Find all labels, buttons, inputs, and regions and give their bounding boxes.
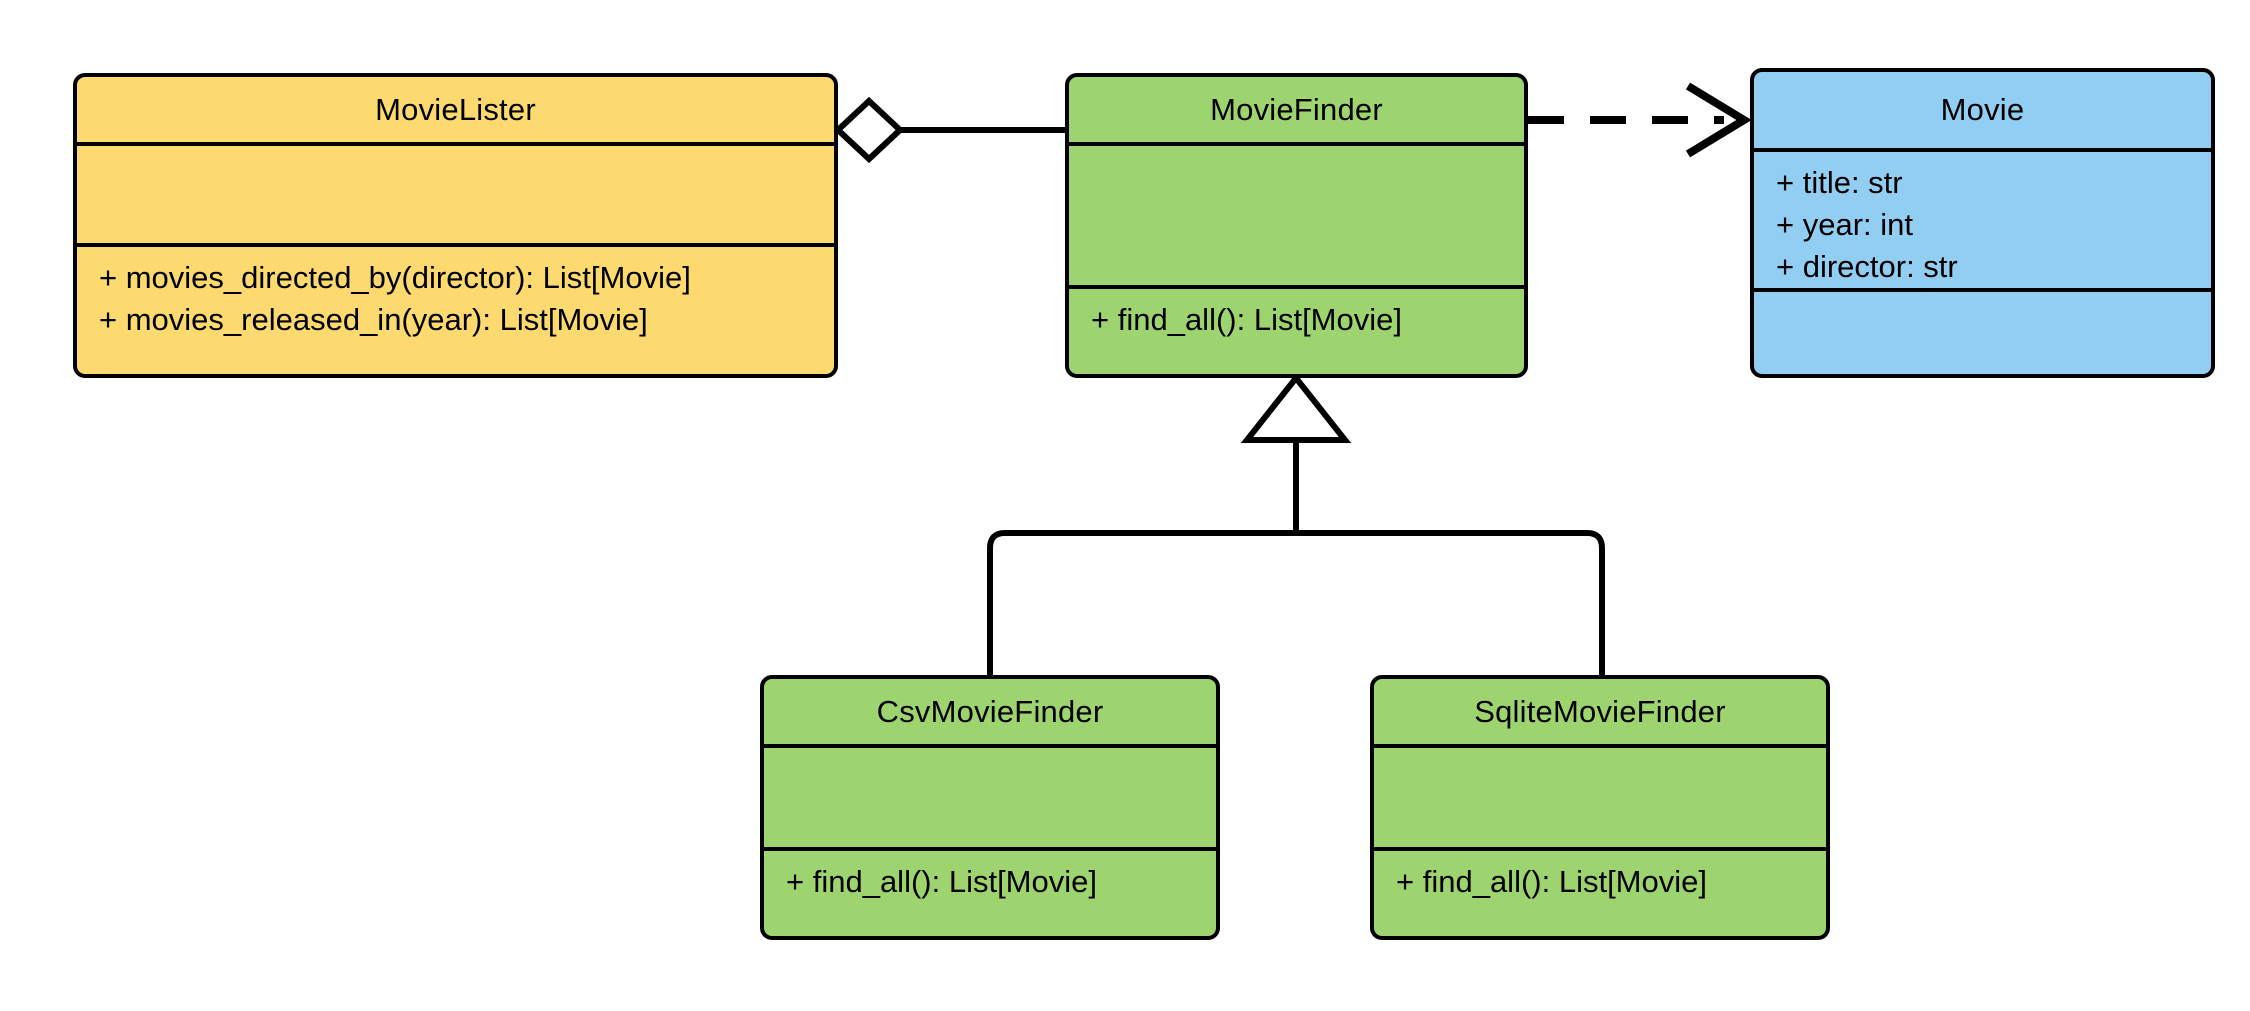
method-item: + movies_released_in(year): List[Movie] <box>99 302 648 337</box>
class-name-compartment: MovieLister <box>77 77 834 146</box>
methods-compartment: + find_all(): List[Movie] <box>764 851 1216 903</box>
attribute-item: + year: int <box>1776 207 1913 242</box>
generalization-branch-bar <box>987 530 1605 675</box>
hollow-diamond-icon <box>833 96 905 164</box>
class-name-compartment: CsvMovieFinder <box>764 679 1216 748</box>
class-title-movie-lister: MovieLister <box>375 91 536 127</box>
class-title-sqlite-movie-finder: SqliteMovieFinder <box>1474 693 1726 729</box>
class-name-compartment: Movie <box>1754 72 2211 152</box>
edge-dependency-finder-movie[interactable] <box>1528 82 1752 158</box>
open-arrow-icon <box>1685 82 1752 158</box>
hollow-triangle-icon <box>1240 373 1352 443</box>
class-box-movie-lister[interactable]: MovieLister + movies_directed_by(directo… <box>73 73 838 378</box>
methods-compartment: + movies_directed_by(director): List[Mov… <box>77 247 834 341</box>
methods-compartment: + find_all(): List[Movie] <box>1374 851 1826 903</box>
class-title-movie: Movie <box>1940 92 2025 127</box>
attributes-compartment <box>77 146 834 247</box>
method-item: + find_all(): List[Movie] <box>786 864 1097 899</box>
methods-compartment: + find_all(): List[Movie] <box>1069 289 1524 341</box>
attributes-compartment <box>764 748 1216 851</box>
edge-generalization-tree[interactable] <box>987 373 1605 675</box>
class-name-compartment: MovieFinder <box>1069 77 1524 146</box>
attributes-compartment <box>1069 146 1524 289</box>
method-item: + movies_directed_by(director): List[Mov… <box>99 260 691 295</box>
method-item: + find_all(): List[Movie] <box>1091 302 1402 337</box>
class-box-movie-finder[interactable]: MovieFinder + find_all(): List[Movie] <box>1065 73 1528 378</box>
attribute-item: + director: str <box>1776 249 1958 284</box>
class-name-compartment: SqliteMovieFinder <box>1374 679 1826 748</box>
method-item: + find_all(): List[Movie] <box>1396 864 1707 899</box>
class-box-movie[interactable]: Movie + title: str + year: int + directo… <box>1750 68 2215 378</box>
class-title-csv-movie-finder: CsvMovieFinder <box>876 693 1104 729</box>
attribute-item: + title: str <box>1776 165 1903 200</box>
attributes-compartment <box>1374 748 1826 851</box>
class-box-csv-movie-finder[interactable]: CsvMovieFinder + find_all(): List[Movie] <box>760 675 1220 940</box>
edge-aggregation-lister-finder[interactable] <box>833 96 1065 164</box>
attributes-compartment: + title: str + year: int + director: str <box>1754 152 2211 292</box>
class-title-movie-finder: MovieFinder <box>1210 91 1383 127</box>
methods-compartment <box>1754 292 2211 302</box>
class-box-sqlite-movie-finder[interactable]: SqliteMovieFinder + find_all(): List[Mov… <box>1370 675 1830 940</box>
